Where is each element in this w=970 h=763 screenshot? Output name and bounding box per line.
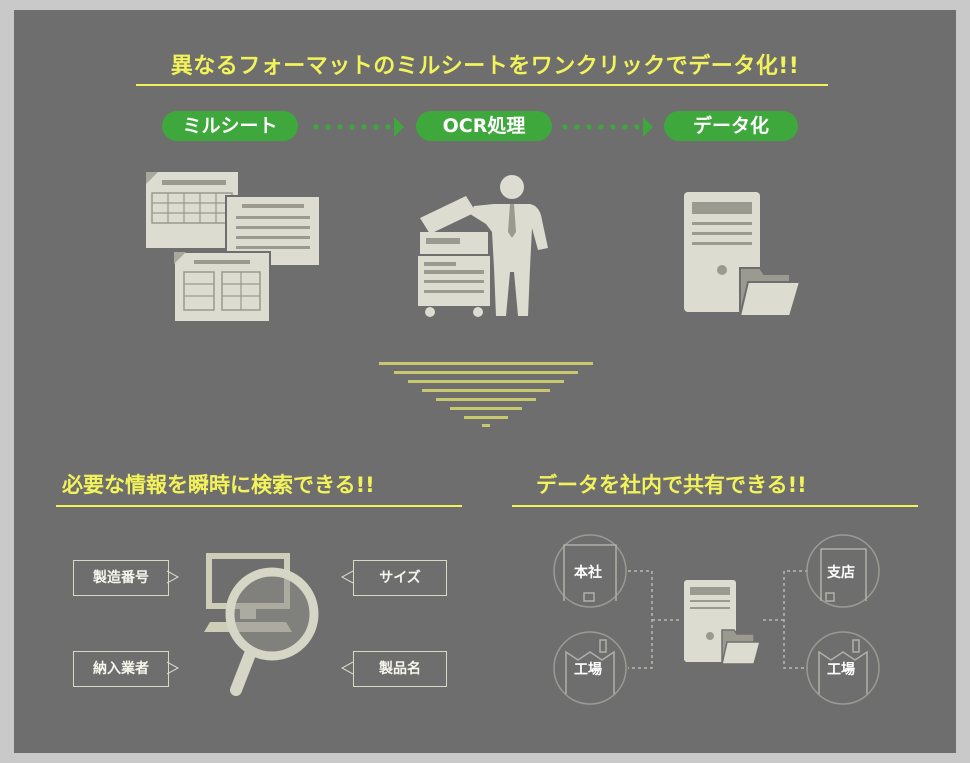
tag-product-name: 製品名	[353, 651, 447, 687]
server-folder-icon	[684, 192, 802, 317]
left-section-underline	[56, 505, 462, 507]
operator-person-icon	[470, 175, 548, 316]
flow-step-millsheet: ミルシート	[162, 111, 298, 141]
magnifier-icon	[225, 567, 319, 696]
tag-supplier: 納入業者	[73, 651, 169, 687]
branch-building-icon	[820, 548, 867, 601]
location-head-office: 本社	[574, 565, 602, 581]
location-branch: 支店	[827, 565, 855, 581]
network-links	[628, 570, 808, 669]
location-circles	[553, 534, 880, 705]
flow-arrow-1	[313, 117, 404, 137]
tag-pointers	[166, 570, 354, 675]
head-office-building-icon	[563, 544, 617, 601]
headline: 異なるフォーマットのミルシートをワンクリックでデータ化!!	[170, 54, 800, 79]
location-factory-1: 工場	[574, 662, 602, 678]
funnel-divider	[379, 362, 593, 427]
tag-serial-number: 製造番号	[73, 560, 169, 596]
tag-size: サイズ	[353, 560, 447, 596]
left-section-title: 必要な情報を瞬時に検索できる!!	[62, 473, 375, 497]
flow-step-data: データ化	[664, 111, 798, 141]
right-section-underline	[512, 505, 918, 507]
flow-arrow-2	[562, 117, 653, 137]
document-stack-icon	[146, 172, 321, 323]
shared-server-icon	[684, 580, 761, 665]
headline-underline	[136, 84, 828, 86]
factory-building-icon-1	[565, 650, 615, 694]
copier-icon	[418, 196, 490, 317]
right-section-title: データを社内で共有できる!!	[536, 473, 807, 497]
location-factory-2: 工場	[827, 662, 855, 678]
flow-step-ocr: OCR処理	[416, 111, 552, 141]
factory-building-icon-2	[818, 650, 868, 694]
